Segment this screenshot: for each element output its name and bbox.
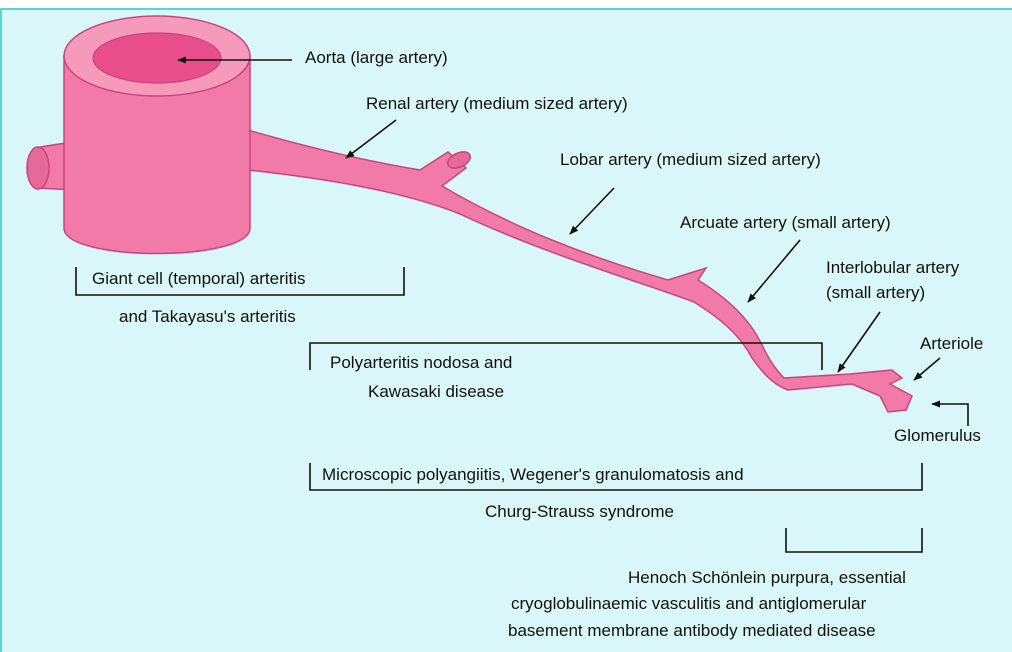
- henoch-bracket: [786, 528, 922, 552]
- arteriole-arrow: [914, 358, 940, 380]
- aorta-lumen: [93, 33, 221, 83]
- glomerulus-arrow: [932, 404, 968, 426]
- arcuate-artery-label: Arcuate artery (small artery): [680, 212, 891, 233]
- lobar-arrow: [570, 188, 614, 234]
- aorta-label: Aorta (large artery): [305, 47, 448, 68]
- renal-artery-label: Renal artery (medium sized artery): [366, 93, 628, 114]
- henoch-schonlein-label-line2: cryoglobulinaemic vasculitis and antiglo…: [511, 593, 866, 614]
- aorta: [64, 16, 250, 254]
- kawasaki-disease-label: Kawasaki disease: [368, 381, 504, 402]
- henoch-schonlein-label-line1: Henoch Schönlein purpura, essential: [628, 567, 906, 588]
- interlobular-artery-label-line2: (small artery): [826, 282, 925, 303]
- arcuate-arrow: [748, 240, 800, 302]
- interlobular-arrow: [838, 312, 880, 372]
- polyarteritis-nodosa-label: Polyarteritis nodosa and: [330, 352, 512, 373]
- churg-strauss-label: Churg-Strauss syndrome: [485, 501, 674, 522]
- arteriole-label: Arteriole: [920, 333, 983, 354]
- henoch-schonlein-label-line3: basement membrane antibody mediated dise…: [508, 620, 876, 641]
- giant-cell-arteritis-label: Giant cell (temporal) arteritis: [92, 268, 306, 289]
- renal-arrow: [346, 120, 396, 158]
- interlobular-artery-label-line1: Interlobular artery: [826, 257, 959, 278]
- glomerulus-label: Glomerulus: [894, 425, 981, 446]
- microscopic-polyangiitis-label: Microscopic polyangiitis, Wegener's gran…: [322, 464, 744, 485]
- takayasu-arteritis-label: and Takayasu's arteritis: [119, 306, 296, 327]
- lobar-artery-label: Lobar artery (medium sized artery): [560, 149, 821, 170]
- pointer-arrows: [178, 60, 968, 426]
